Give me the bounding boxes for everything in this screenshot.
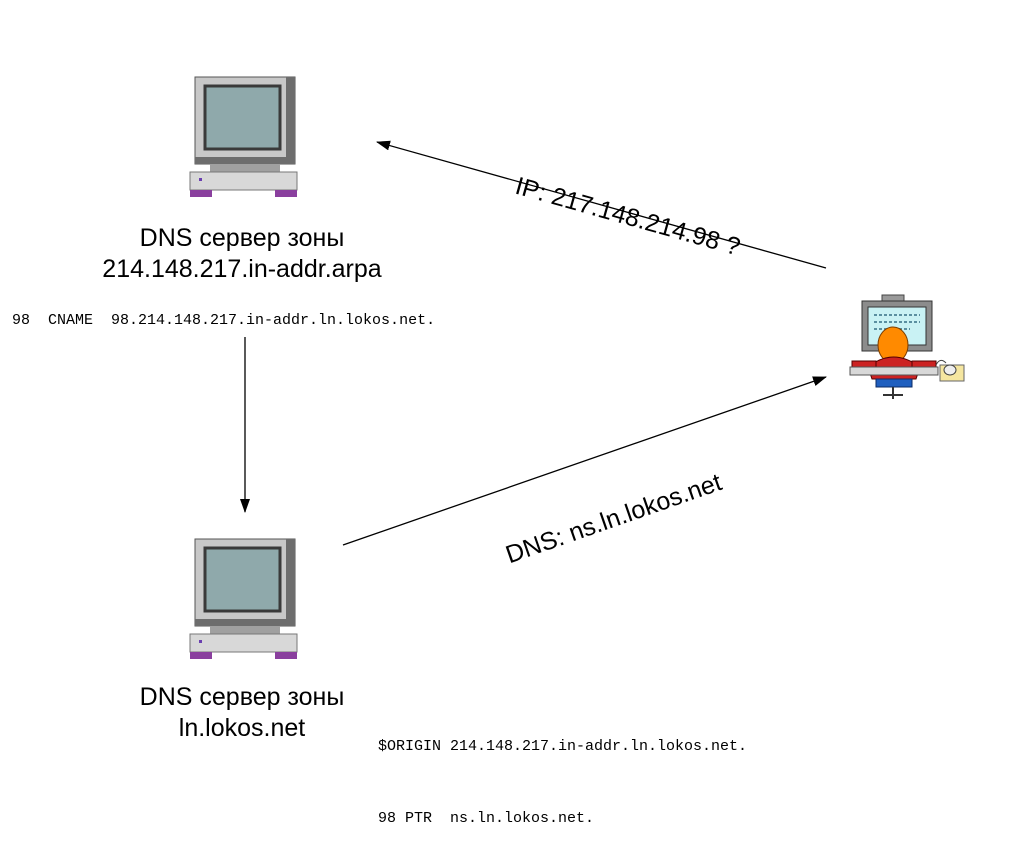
user-at-computer-icon: [849, 294, 965, 399]
query-arrow: [376, 140, 827, 269]
top-server-record: 98 CNAME 98.214.148.217.in-addr.ln.lokos…: [12, 312, 436, 329]
bottom-server-title-line1: DNS сервер зоны: [139, 683, 345, 711]
top-server-title-line2: 214.148.217.in-addr.arpa: [102, 255, 382, 283]
diagram-canvas: [189, 76, 965, 659]
bottom-server-title-line2: ln.lokos.net: [178, 714, 306, 742]
bottom-server-title: DNS сервер зоны ln.lokos.net: [102, 682, 382, 744]
bottom-server-records: $ORIGIN 214.148.217.in-addr.ln.lokos.net…: [378, 687, 747, 855]
answer-arrow: [342, 376, 827, 546]
top-server-title: DNS сервер зоны 214.148.217.in-addr.arpa: [62, 223, 422, 285]
top-server-title-line1: DNS сервер зоны: [139, 224, 345, 252]
bottom-server-computer-icon: [189, 538, 298, 659]
top-server-computer-icon: [189, 76, 298, 197]
bottom-server-ptr-line: 98 PTR ns.ln.lokos.net.: [378, 810, 595, 827]
bottom-server-origin-line: $ORIGIN 214.148.217.in-addr.ln.lokos.net…: [378, 738, 748, 755]
